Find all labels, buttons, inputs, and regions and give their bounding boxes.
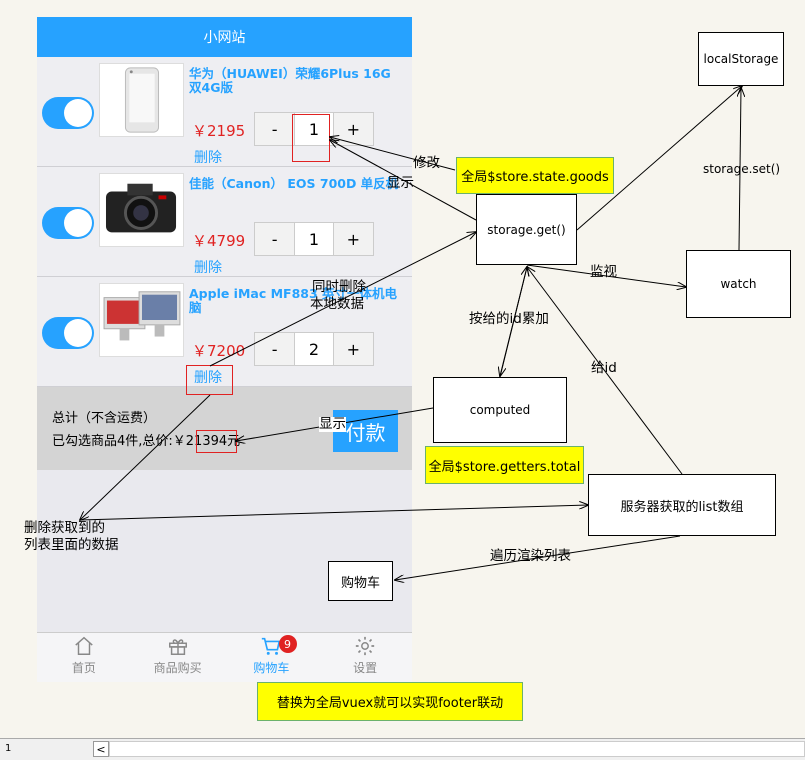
page-number: 1 xyxy=(5,743,12,754)
gift-icon xyxy=(168,639,187,655)
highlight-delete xyxy=(186,365,233,395)
server-list-box: 服务器获取的list数组 xyxy=(588,474,776,536)
cart-box: 购物车 xyxy=(328,561,393,601)
box-label: 购物车 xyxy=(340,575,380,591)
total-heading: 总计（不含运费） xyxy=(52,411,157,426)
increase-button[interactable]: + xyxy=(333,223,374,255)
quantity-value[interactable]: 1 xyxy=(294,113,334,145)
decrease-button[interactable]: - xyxy=(255,113,295,145)
select-toggle[interactable] xyxy=(42,207,94,239)
gear-icon xyxy=(355,636,375,656)
label-modify: 修改 xyxy=(413,155,440,171)
select-toggle[interactable] xyxy=(42,97,94,129)
delete-link[interactable]: 删除 xyxy=(194,260,222,276)
tab-label: 商品购买 xyxy=(153,661,202,675)
state-goods-note: 全局$store.state.goods xyxy=(456,157,614,194)
highlight-total xyxy=(196,430,237,453)
computed-box: computed xyxy=(433,377,567,443)
home-icon xyxy=(75,636,93,655)
tab-label: 设置 xyxy=(353,661,378,675)
decrease-button[interactable]: - xyxy=(255,223,295,255)
increase-button[interactable]: + xyxy=(333,333,374,365)
footer-tabbar: 首页 商品购买 购物车 9 设置 xyxy=(37,632,412,682)
box-label: watch xyxy=(720,277,757,291)
note-label: 全局$store.state.goods xyxy=(461,170,609,185)
note-label: 全局$store.getters.total xyxy=(428,459,581,475)
tab-label: 购物车 xyxy=(253,661,290,675)
storage-get-box: storage.get() xyxy=(476,194,577,265)
quantity-value[interactable]: 1 xyxy=(294,223,334,255)
quantity-stepper: - 1 + xyxy=(254,222,374,256)
label-delete-local-1: 同时删除 xyxy=(312,279,366,295)
cart-list: 华为（HUAWEI）荣耀6Plus 16G 双4G版 ￥2195 - 1 + 删… xyxy=(37,57,412,387)
product-image-phone xyxy=(99,63,184,137)
label-delete-list-1: 删除获取到的 xyxy=(24,520,105,536)
product-image-camera xyxy=(99,173,184,247)
box-label: 服务器获取的list数组 xyxy=(620,499,744,515)
cart-icon xyxy=(262,637,281,655)
app-header: 小网站 xyxy=(37,17,412,57)
tab-label: 首页 xyxy=(71,661,96,675)
product-price: ￥4799 xyxy=(192,232,246,250)
product-image-imac xyxy=(99,283,184,357)
product-price: ￥7200 xyxy=(192,342,246,360)
quantity-value[interactable]: 2 xyxy=(294,333,334,365)
tab-settings[interactable]: 设置 xyxy=(318,633,412,682)
product-title[interactable]: Apple iMac MF883 英寸一体机电脑 xyxy=(189,286,398,315)
highlight-quantity xyxy=(292,114,330,162)
tab-home[interactable]: 首页 xyxy=(37,633,131,682)
product-price: ￥2195 xyxy=(192,122,246,140)
delete-link[interactable]: 删除 xyxy=(194,150,222,166)
box-label: localStorage xyxy=(703,52,779,66)
quantity-stepper: - 2 + xyxy=(254,332,374,366)
localstorage-box: localStorage xyxy=(698,32,784,86)
app-title: 小网站 xyxy=(203,30,246,46)
cart-item: 佳能（Canon） EOS 700D 单反机 ￥4799 - 1 + 删除 xyxy=(37,167,412,277)
box-label: computed xyxy=(469,403,531,417)
select-toggle[interactable] xyxy=(42,317,94,349)
label-accumulate: 按给的id累加 xyxy=(469,311,549,327)
note-label: 替换为全局vuex就可以实现footer联动 xyxy=(276,696,504,711)
scroll-left-button[interactable]: < xyxy=(93,741,109,757)
cart-item: 华为（HUAWEI）荣耀6Plus 16G 双4G版 ￥2195 - 1 + 删… xyxy=(37,57,412,167)
box-label: storage.get() xyxy=(487,222,566,237)
total-summary: 总计（不含运费） 已勾选商品4件,总价:￥21394元 付款 xyxy=(37,387,412,470)
label-traverse: 遍历渲染列表 xyxy=(490,548,571,564)
label-delete-list-2: 列表里面的数据 xyxy=(24,537,119,553)
label-give-id: 给id xyxy=(591,360,617,376)
cart-count-badge: 9 xyxy=(278,635,297,653)
horizontal-scrollbar[interactable] xyxy=(109,741,805,757)
label-delete-local-2: 本地数据 xyxy=(310,296,364,312)
status-bar: 1 < xyxy=(0,738,805,760)
label-monitor: 监视 xyxy=(590,264,617,280)
getters-total-note: 全局$store.getters.total xyxy=(425,446,584,484)
label-display: 显示 xyxy=(387,175,414,191)
tab-shop[interactable]: 商品购买 xyxy=(131,633,225,682)
decrease-button[interactable]: - xyxy=(255,333,295,365)
label-storage-set: storage.set() xyxy=(703,162,781,176)
vuex-footer-note: 替换为全局vuex就可以实现footer联动 xyxy=(257,682,523,721)
increase-button[interactable]: + xyxy=(333,113,374,145)
delete-link[interactable]: 删除 xyxy=(194,370,222,386)
product-title[interactable]: 佳能（Canon） EOS 700D 单反机 xyxy=(189,176,399,191)
product-title[interactable]: 华为（HUAWEI）荣耀6Plus 16G 双4G版 xyxy=(189,66,391,95)
tab-cart[interactable]: 购物车 9 xyxy=(225,633,319,682)
watch-box: watch xyxy=(686,250,791,318)
label-display-total: 显示 xyxy=(319,416,346,432)
